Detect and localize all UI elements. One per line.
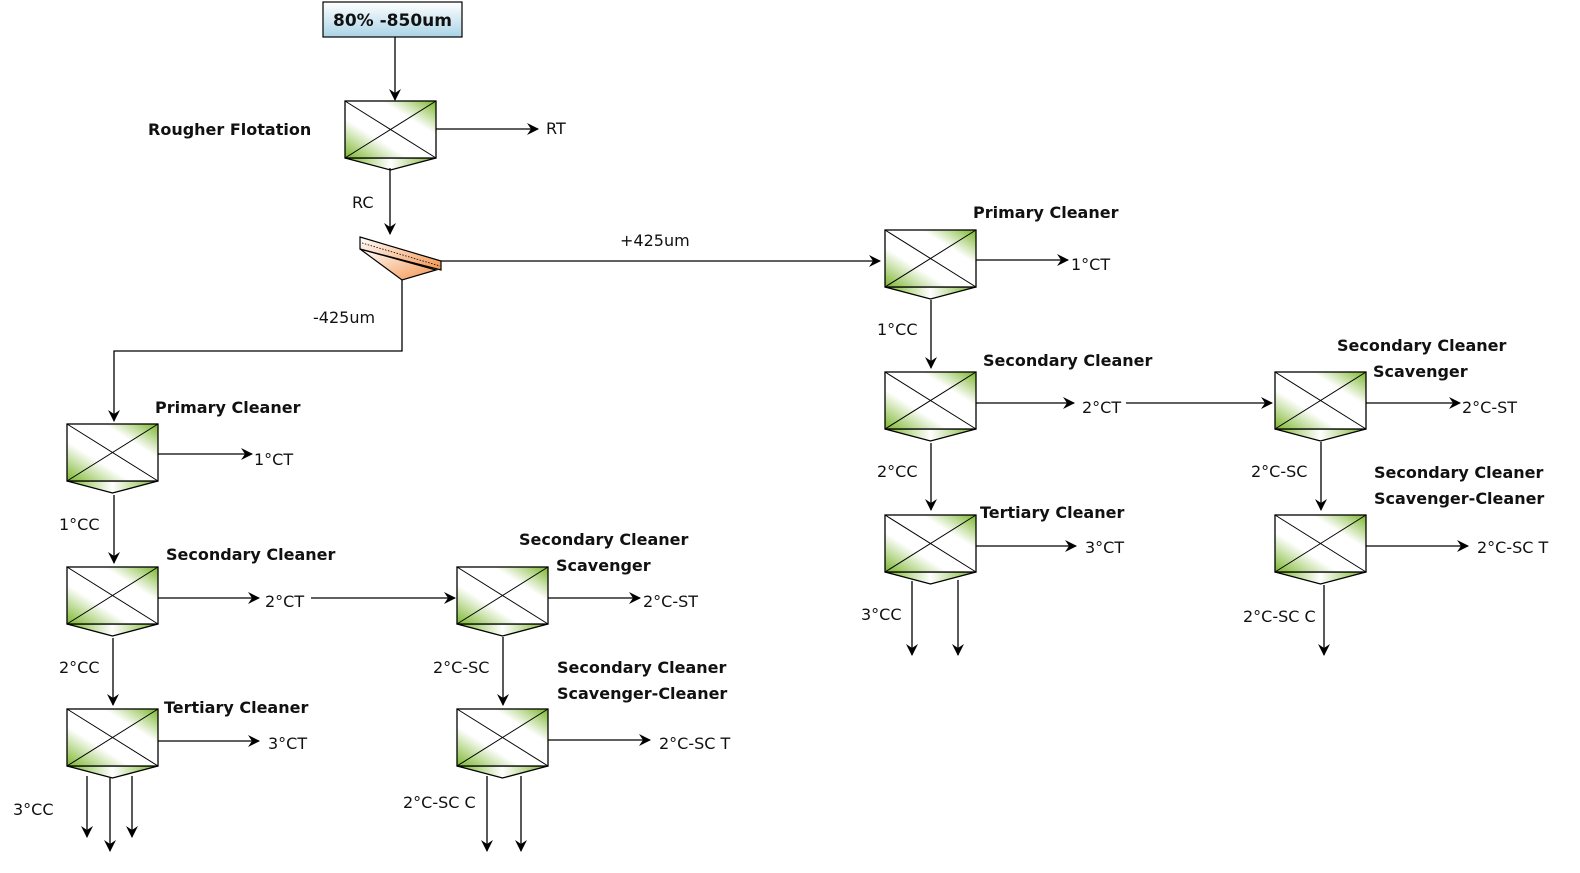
right-scavenger-cell-cross-2 bbox=[1274, 371, 1367, 430]
left-scav-cleaner-title-1: Secondary Cleaner bbox=[557, 658, 727, 677]
right-tertiary-tails-label: 3°CT bbox=[1085, 538, 1124, 557]
right-primary-title: Primary Cleaner bbox=[973, 203, 1119, 222]
left-primary-title: Primary Cleaner bbox=[155, 398, 301, 417]
right-scav-cleaner-conc-label: 2°C-SC C bbox=[1243, 607, 1316, 626]
right-primary-cell-cross-2 bbox=[884, 229, 977, 288]
left-secondary-cell-cross-2 bbox=[66, 566, 159, 625]
right-secondary-cell-cross-2 bbox=[884, 371, 977, 430]
right-scavenger-conc-label: 2°C-SC bbox=[1251, 462, 1307, 481]
left-primary-conc-label: 1°CC bbox=[59, 515, 100, 534]
right-scav-cleaner-cell bbox=[1274, 514, 1367, 585]
left-scav-cleaner-title-2: Scavenger-Cleaner bbox=[557, 684, 727, 703]
left-scavenger-title-1: Secondary Cleaner bbox=[519, 530, 689, 549]
right-tertiary-conc-label: 3°CC bbox=[861, 605, 902, 624]
left-scavenger-title-2: Scavenger bbox=[556, 556, 651, 575]
left-scavenger-cell-cross-2 bbox=[456, 566, 549, 625]
left-secondary-cell bbox=[66, 566, 159, 637]
rougher-tails-label: RT bbox=[546, 119, 566, 138]
rougher-cell-cross-2 bbox=[344, 100, 437, 159]
left-scavenger-cell bbox=[456, 566, 549, 637]
right-scavenger-cell-hopper bbox=[1274, 428, 1367, 442]
right-scavenger-title-1: Secondary Cleaner bbox=[1337, 336, 1507, 355]
left-scavenger-conc-label: 2°C-SC bbox=[433, 658, 489, 677]
left-scav-cleaner-cell-hopper bbox=[456, 765, 549, 779]
left-tertiary-cell-cross-2 bbox=[66, 708, 159, 767]
left-tertiary-cell bbox=[66, 708, 159, 779]
left-scav-cleaner-conc-label: 2°C-SC C bbox=[403, 793, 476, 812]
right-scavenger-title-2: Scavenger bbox=[1373, 362, 1468, 381]
rougher-title: Rougher Flotation bbox=[148, 120, 311, 139]
left-primary-cell-hopper bbox=[66, 480, 159, 494]
rougher-cell bbox=[344, 100, 437, 171]
right-secondary-title: Secondary Cleaner bbox=[983, 351, 1153, 370]
left-scavenger-tails-label: 2°C-ST bbox=[643, 592, 698, 611]
left-tertiary-cell-hopper bbox=[66, 765, 159, 779]
undersize-arrow bbox=[108, 280, 403, 422]
right-primary-cell bbox=[884, 229, 977, 300]
right-scav-cleaner-title-1: Secondary Cleaner bbox=[1374, 463, 1544, 482]
left-secondary-title: Secondary Cleaner bbox=[166, 545, 336, 564]
right-scav-cleaner-cell-cross-2 bbox=[1274, 514, 1367, 573]
right-scavenger-cell bbox=[1274, 371, 1367, 442]
rougher-conc-label: RC bbox=[352, 193, 374, 212]
right-scav-cleaner-title-2: Scavenger-Cleaner bbox=[1374, 489, 1544, 508]
right-primary-conc-label: 1°CC bbox=[877, 320, 918, 339]
left-tertiary-title: Tertiary Cleaner bbox=[164, 698, 308, 717]
oversize-label: +425um bbox=[620, 231, 690, 250]
feed-box: 80% -850um bbox=[322, 1, 463, 38]
left-secondary-conc-label: 2°CC bbox=[59, 658, 100, 677]
left-primary-tails-label: 1°CT bbox=[254, 450, 293, 469]
feed-label: 80% -850um bbox=[333, 11, 452, 31]
right-secondary-cell bbox=[884, 371, 977, 442]
right-primary-cell-hopper bbox=[884, 286, 977, 300]
right-tertiary-cell-cross-2 bbox=[884, 514, 977, 573]
flotation-cells bbox=[66, 100, 1367, 779]
right-secondary-tails-label: 2°CT bbox=[1082, 398, 1121, 417]
left-primary-cell bbox=[66, 423, 159, 494]
right-scav-cleaner-tails-label: 2°C-SC T bbox=[1477, 538, 1549, 557]
right-scavenger-tails-label: 2°C-ST bbox=[1462, 398, 1517, 417]
left-primary-cell-cross-2 bbox=[66, 423, 159, 482]
right-scav-cleaner-cell-hopper bbox=[1274, 571, 1367, 585]
right-tertiary-title: Tertiary Cleaner bbox=[980, 503, 1124, 522]
left-scav-cleaner-tails-label: 2°C-SC T bbox=[659, 734, 731, 753]
right-tertiary-cell-hopper bbox=[884, 571, 977, 585]
left-scav-cleaner-cell-cross-2 bbox=[456, 708, 549, 767]
left-tertiary-conc-label: 3°CC bbox=[13, 800, 54, 819]
left-secondary-cell-hopper bbox=[66, 623, 159, 637]
screen-icon bbox=[359, 236, 442, 281]
right-primary-tails-label: 1°CT bbox=[1071, 255, 1110, 274]
right-tertiary-cell bbox=[884, 514, 977, 585]
left-tertiary-tails-label: 3°CT bbox=[268, 734, 307, 753]
right-secondary-cell-hopper bbox=[884, 428, 977, 442]
undersize-label: -425um bbox=[313, 308, 375, 327]
left-secondary-tails-label: 2°CT bbox=[265, 592, 304, 611]
left-scav-cleaner-cell bbox=[456, 708, 549, 779]
right-secondary-conc-label: 2°CC bbox=[877, 462, 918, 481]
left-scavenger-cell-hopper bbox=[456, 623, 549, 637]
